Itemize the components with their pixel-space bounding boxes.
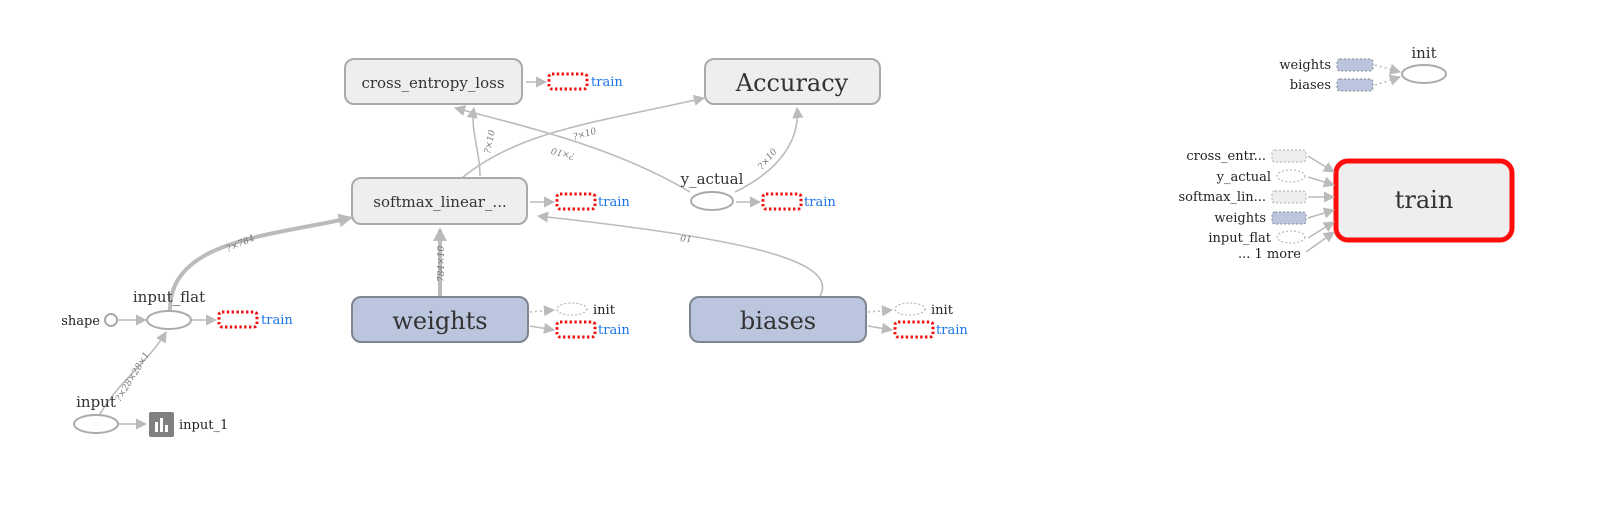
node-label: biases xyxy=(740,307,816,335)
node-label: input xyxy=(76,393,116,411)
node-label: cross_entropy_loss xyxy=(361,74,504,92)
train-link[interactable]: train xyxy=(261,313,293,328)
edge-biases-to-train xyxy=(867,322,894,334)
node-softmax-linear[interactable]: softmax_linear_... xyxy=(351,177,528,225)
node-input-flat[interactable]: input_flat xyxy=(133,288,205,330)
node-label: input_flat xyxy=(133,288,205,306)
edge-yactual-to-accuracy xyxy=(734,106,804,193)
node-label: Accuracy xyxy=(735,69,849,97)
init-title: init xyxy=(1411,44,1436,62)
ctrl-init-biases[interactable]: init xyxy=(894,302,954,318)
edge-label-ce-yactual: ?×10 xyxy=(550,144,576,160)
svg-text:input_flat: input_flat xyxy=(1208,231,1271,246)
train-node[interactable]: train xyxy=(1333,158,1515,243)
node-y-actual[interactable]: y_actual xyxy=(680,170,744,211)
init-input-weights[interactable]: weights xyxy=(1279,58,1374,73)
node-label: softmax_linear_... xyxy=(373,193,506,211)
init-input-biases[interactable]: biases xyxy=(1290,78,1374,93)
train-input-weights[interactable]: weights xyxy=(1214,211,1307,226)
svg-text:softmax_lin...: softmax_lin... xyxy=(1178,190,1266,205)
edge-weights-to-train xyxy=(529,322,556,334)
edge-yactual-to-ce xyxy=(453,105,691,193)
node-shape[interactable]: shape xyxy=(61,313,118,329)
edge-flat-to-softmax xyxy=(168,213,353,311)
node-input[interactable]: input xyxy=(73,393,119,434)
train-link[interactable]: train xyxy=(598,323,630,338)
init-label: init xyxy=(931,303,954,318)
node-accuracy[interactable]: Accuracy xyxy=(704,58,881,105)
node-biases[interactable]: biases xyxy=(689,296,867,343)
train-input-softmax[interactable]: softmax_lin... xyxy=(1178,190,1307,205)
train-input-cross-entropy[interactable]: cross_entr... xyxy=(1186,149,1307,164)
svg-text:cross_entr...: cross_entr... xyxy=(1186,149,1266,164)
ctrl-train-flat[interactable]: train xyxy=(217,310,293,329)
ctrl-train-ce[interactable]: train xyxy=(547,72,623,91)
train-input-input-flat[interactable]: input_flat xyxy=(1208,230,1306,246)
svg-text:weights: weights xyxy=(1279,58,1331,73)
node-label: weights xyxy=(392,307,487,335)
ctrl-train-softmax[interactable]: train xyxy=(555,192,630,211)
edge-label-flat-input: ?×28×28×1 xyxy=(114,351,152,404)
init-panel: init weights biases xyxy=(1279,44,1447,93)
edge-label-softmax-flat: ?×784 xyxy=(225,233,256,254)
edge-softmax-to-ce xyxy=(466,106,481,177)
edge-label-acc-softmax: ?×10 xyxy=(572,127,598,143)
ctrl-init-weights[interactable]: init xyxy=(556,302,616,318)
train-more-inputs[interactable]: ... 1 more xyxy=(1238,247,1301,262)
train-title: train xyxy=(1395,186,1454,214)
node-label: input_1 xyxy=(179,418,228,433)
node-cross-entropy-loss[interactable]: cross_entropy_loss xyxy=(344,58,523,105)
node-label: shape xyxy=(61,314,100,329)
svg-text:weights: weights xyxy=(1214,211,1266,226)
svg-text:y_actual: y_actual xyxy=(1216,170,1271,185)
edge-label-acc-yactual: ?×10 xyxy=(757,147,780,172)
edge-label-ce-softmax: ?×10 xyxy=(483,129,498,155)
edge-label-softmax-biases: 10 xyxy=(680,232,693,243)
train-input-y-actual[interactable]: y_actual xyxy=(1216,169,1306,185)
ctrl-train-biases[interactable]: train xyxy=(893,320,968,339)
node-label: y_actual xyxy=(680,170,744,188)
ctrl-train-weights[interactable]: train xyxy=(555,320,630,339)
ctrl-train-yactual[interactable]: train xyxy=(761,192,836,211)
node-input-1-summary[interactable]: input_1 xyxy=(149,412,228,437)
node-weights[interactable]: weights xyxy=(351,296,529,343)
edge-input-to-flat xyxy=(99,331,167,415)
init-node[interactable] xyxy=(1401,64,1447,84)
init-label: init xyxy=(593,303,616,318)
edge-biases-to-softmax xyxy=(536,211,824,297)
train-link[interactable]: train xyxy=(936,323,968,338)
train-panel: train cross_entr... y_actual softmax_lin… xyxy=(1178,149,1515,262)
train-link[interactable]: train xyxy=(591,75,623,90)
edge-biases-to-init xyxy=(867,305,894,317)
svg-text:biases: biases xyxy=(1290,78,1331,93)
edge-weights-to-init xyxy=(529,305,556,317)
train-link[interactable]: train xyxy=(598,195,630,210)
edge-label-softmax-weights: 784×10 xyxy=(437,246,447,282)
train-link[interactable]: train xyxy=(804,195,836,210)
edge-softmax-to-accuracy xyxy=(461,94,706,179)
